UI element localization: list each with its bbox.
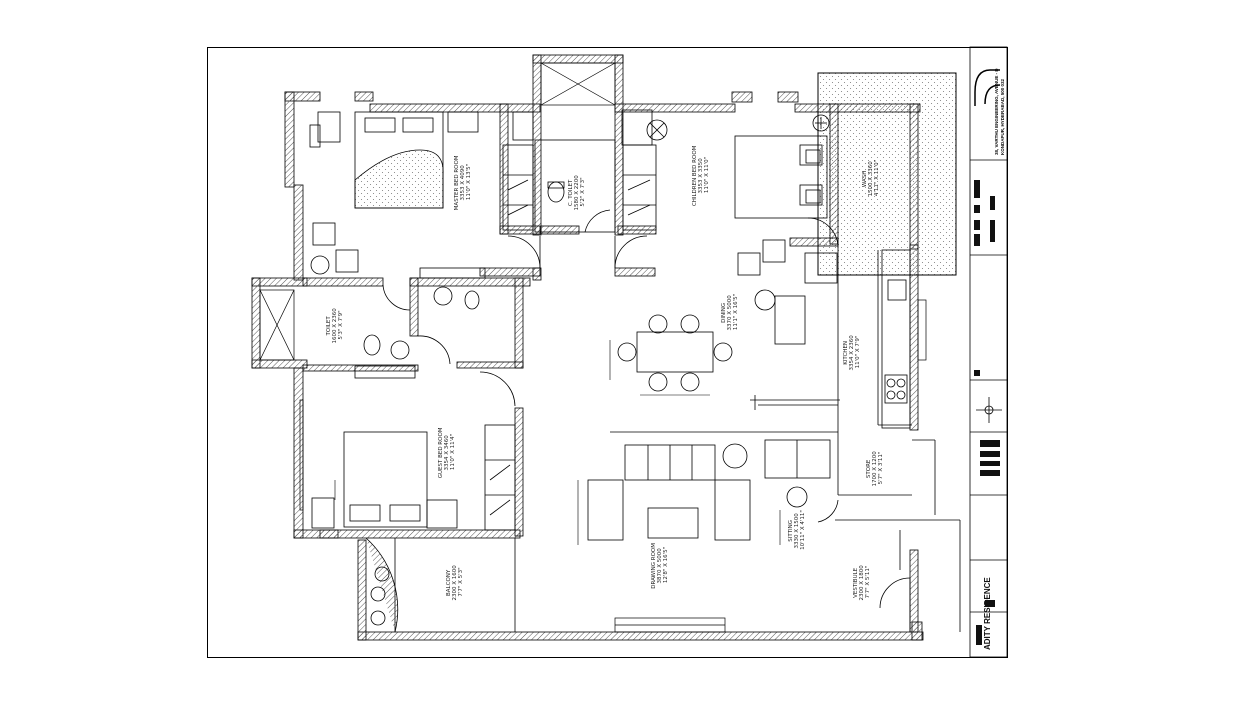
room-label-drawing: DRAWING ROOM 3870 X 5000 12'8" X 16'5" [651,541,669,588]
terrace-hatch [817,72,957,276]
room-lines [394,109,961,632]
title-block [969,46,1008,658]
room-label-toilet: TOILET 1600 X 2360 5'3" X 7'9" [326,306,344,343]
room-label-kitchen: KITCHEN 3354 X 2360 11'0" X 7'9" [843,333,861,370]
room-label-sitting: SITTING 3330 X 1500 10'11" X 4'11" [788,510,806,550]
room-label-wash: WASH 1500 X 3360 4'11" X 11'0" [862,159,880,196]
firm-logo [974,69,1001,106]
doors [365,209,911,633]
redacted-blocks [974,180,1000,645]
room-label-children-bed: CHILDREN BED ROOM 3353 X 3350 11'0" X 11… [692,144,710,206]
firm-address-line-1: 38, VARTHU ENGINEERING, AVENUE - D [994,68,999,155]
furniture [309,111,911,626]
dimension-lines [334,340,781,545]
room-label-store: STORE 1700 X 1200 5'7" X 3'11" [866,449,884,486]
room-label-master-bed: MASTER BED ROOM 3353 X 4090 11'0" X 13'5… [454,154,472,211]
windows [259,62,927,633]
room-label-c-toilet: C. TOILET 1580 X 2200 5'2" X 7'3" [568,173,586,210]
firm-address-line-2: KONDAPUR, HYDERABAD, 500 032 [1000,78,1005,155]
project-title: ADITY RESIDENCE [983,577,992,650]
room-labels: MASTER BED ROOM 3353 X 4090 11'0" X 13'5… [326,144,884,600]
room-label-balcony: BALCONY 2300 X 1600 7'7" X 5'3" [446,563,464,600]
sheet-border [207,47,1008,658]
room-label-dining: DINING 3370 X 5000 11'1" X 16'5" [721,293,739,330]
room-label-vestibule: VESTIBULE 2300 X 1800 7'7" X 5'11" [853,563,871,600]
north-arrow-icon [976,397,1002,423]
room-label-guest-bed: GUEST BED ROOM 3354 X 3460 11'0" X 11'4" [438,426,456,479]
